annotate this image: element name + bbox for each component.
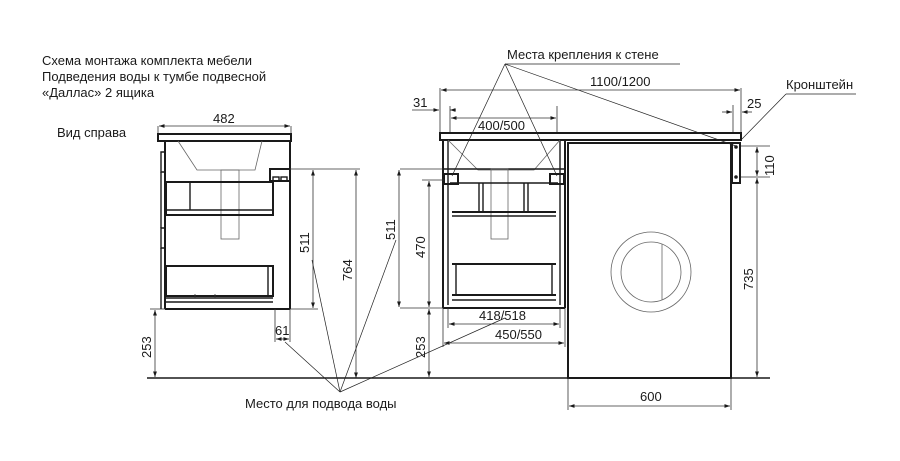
dim-side-cabinet-height: 511 xyxy=(297,232,312,253)
dim-side-width: 482 xyxy=(213,111,235,126)
label-bracket: Кронштейн xyxy=(786,77,853,92)
label-water-supply: Место для подвода воды xyxy=(245,396,397,411)
dim-drawer-height: 470 xyxy=(413,236,428,258)
dim-inner-width: 418/518 xyxy=(479,308,526,323)
side-view-drawing: 482 511 7 xyxy=(139,111,360,378)
dim-bracket-height: 110 xyxy=(762,155,777,176)
dim-left-offset: 31 xyxy=(413,95,427,110)
dim-side-back-offset: 61 xyxy=(275,323,289,338)
dim-countertop-length: 1100/1200 xyxy=(590,74,651,89)
side-view-label: Вид справа xyxy=(57,125,127,140)
title-line-1: Схема монтажа комплекта мебели xyxy=(42,53,252,68)
wall-bracket xyxy=(731,142,741,184)
washing-machine xyxy=(565,139,733,379)
dim-outer-width: 450/550 xyxy=(495,327,542,342)
title-line-2: Подведения воды к тумбе подвесной xyxy=(42,69,266,84)
annotation-bracket: Кронштейн xyxy=(741,77,856,140)
dim-front-floor-gap: 253 xyxy=(413,336,428,358)
dim-bracket-offset: 25 xyxy=(747,96,761,111)
title-block: Схема монтажа комплекта мебели Подведени… xyxy=(42,53,266,100)
annotation-wall-mounts: Места крепления к стене xyxy=(451,47,737,177)
front-view-drawing: 1100/1200 31 400/500 25 xyxy=(383,74,777,410)
label-wall-mounts: Места крепления к стене xyxy=(507,47,659,62)
dim-washer-height: 735 xyxy=(741,268,756,290)
annotation-water-supply: Место для подвода воды xyxy=(245,239,506,411)
dim-washer-width: 600 xyxy=(640,389,662,404)
dim-side-floor-gap: 253 xyxy=(139,336,154,358)
dim-sink-width: 400/500 xyxy=(478,118,525,133)
title-line-3: «Даллас» 2 ящика xyxy=(42,85,155,100)
dim-side-total-height: 764 xyxy=(340,259,355,281)
dim-front-cabinet-height: 511 xyxy=(383,219,398,240)
